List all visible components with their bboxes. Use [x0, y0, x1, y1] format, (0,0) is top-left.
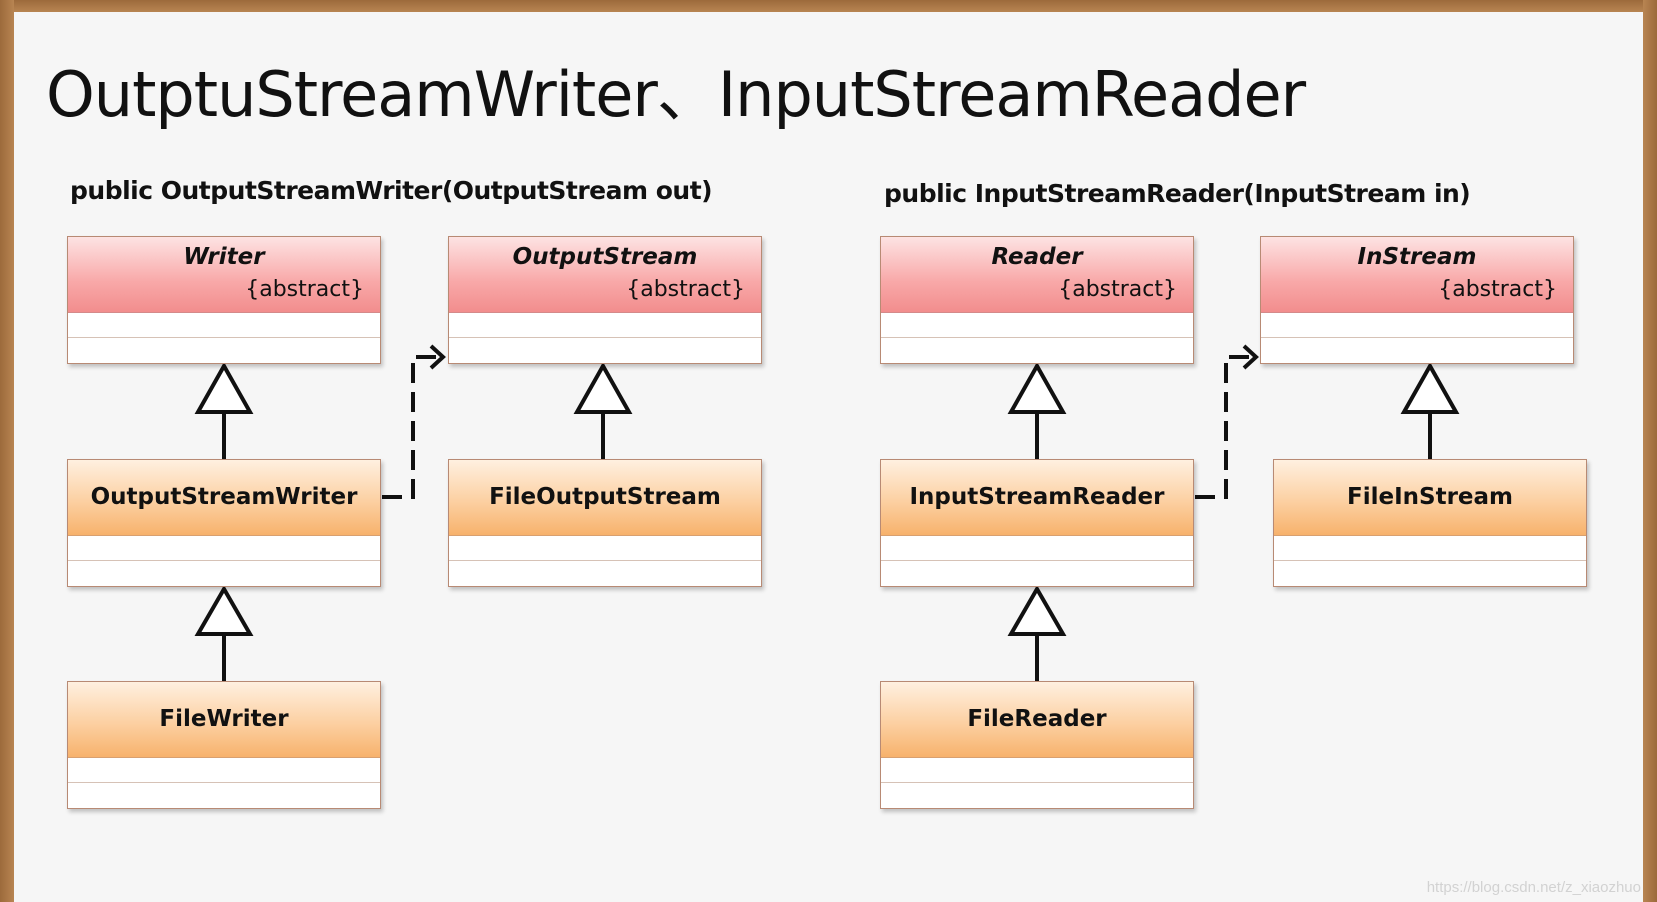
attributes-compartment	[881, 758, 1193, 783]
class-name: OutputStream	[512, 244, 698, 270]
inherit-arrowhead-inputstreamreader	[1007, 585, 1067, 636]
frame-top	[0, 0, 1657, 12]
abstract-stereotype: {abstract}	[1438, 277, 1557, 302]
operations-compartment	[68, 338, 380, 363]
class-instream[interactable]: InStream {abstract}	[1260, 236, 1574, 364]
class-name: OutputStreamWriter	[90, 484, 358, 510]
inherit-arrowhead-outputstreamwriter	[194, 585, 254, 636]
class-name: FileInStream	[1347, 484, 1513, 510]
operations-compartment	[881, 561, 1193, 586]
attributes-compartment	[449, 536, 761, 561]
class-fileoutputstream[interactable]: FileOutputStream	[448, 459, 762, 587]
attributes-compartment	[881, 536, 1193, 561]
class-writer-header: Writer {abstract}	[68, 237, 380, 313]
class-outputstreamwriter[interactable]: OutputStreamWriter	[67, 459, 381, 587]
inherit-arrowhead-writer	[194, 361, 254, 414]
attributes-compartment	[68, 536, 380, 561]
class-name: InputStreamReader	[909, 484, 1165, 510]
operations-compartment	[68, 561, 380, 586]
inherit-arrowhead-outputstream	[573, 361, 633, 414]
dependency-arrowhead-instream	[1242, 344, 1259, 370]
class-name: FileWriter	[159, 706, 289, 732]
abstract-stereotype: {abstract}	[245, 277, 364, 302]
class-fileinstream-header: FileInStream	[1274, 460, 1586, 536]
class-filereader-header: FileReader	[881, 682, 1193, 758]
class-reader[interactable]: Reader {abstract}	[880, 236, 1194, 364]
attributes-compartment	[1274, 536, 1586, 561]
slide-title: OutptuStreamWriter、InputStreamReader	[46, 58, 1306, 131]
inherit-arrowhead-instream	[1400, 361, 1460, 414]
outputstreamwriter-constructor-signature: public OutputStreamWriter(OutputStream o…	[70, 176, 713, 205]
class-inputstreamreader[interactable]: InputStreamReader	[880, 459, 1194, 587]
class-filereader[interactable]: FileReader	[880, 681, 1194, 809]
operations-compartment	[1274, 561, 1586, 586]
class-name: InStream	[1357, 244, 1477, 270]
operations-compartment	[881, 338, 1193, 363]
operations-compartment	[449, 561, 761, 586]
inputstreamreader-constructor-signature: public InputStreamReader(InputStream in)	[884, 179, 1471, 208]
frame-right	[1643, 0, 1657, 902]
dependency-line-inputstreamreader-instream	[1195, 355, 1254, 499]
operations-compartment	[1261, 338, 1573, 363]
class-outputstreamwriter-header: OutputStreamWriter	[68, 460, 380, 536]
abstract-stereotype: {abstract}	[626, 277, 745, 302]
attributes-compartment	[881, 313, 1193, 338]
attributes-compartment	[68, 313, 380, 338]
operations-compartment	[68, 783, 380, 808]
abstract-stereotype: {abstract}	[1058, 277, 1177, 302]
class-instream-header: InStream {abstract}	[1261, 237, 1573, 313]
class-fileoutputstream-header: FileOutputStream	[449, 460, 761, 536]
frame-left	[0, 0, 14, 902]
watermark-url: https://blog.csdn.net/z_xiaozhuo	[1426, 879, 1641, 896]
class-name: Writer	[183, 244, 265, 270]
operations-compartment	[881, 783, 1193, 808]
class-filewriter[interactable]: FileWriter	[67, 681, 381, 809]
attributes-compartment	[68, 758, 380, 783]
operations-compartment	[449, 338, 761, 363]
class-inputstreamreader-header: InputStreamReader	[881, 460, 1193, 536]
class-name: FileOutputStream	[489, 484, 721, 510]
dependency-arrowhead-outputstream	[429, 344, 446, 370]
inherit-arrowhead-reader	[1007, 361, 1067, 414]
class-name: FileReader	[967, 706, 1107, 732]
class-fileinstream[interactable]: FileInStream	[1273, 459, 1587, 587]
class-name: Reader	[991, 244, 1083, 270]
class-filewriter-header: FileWriter	[68, 682, 380, 758]
attributes-compartment	[449, 313, 761, 338]
class-outputstream-header: OutputStream {abstract}	[449, 237, 761, 313]
class-writer[interactable]: Writer {abstract}	[67, 236, 381, 364]
attributes-compartment	[1261, 313, 1573, 338]
dependency-line-outputstreamwriter-outputstream	[382, 355, 441, 499]
class-reader-header: Reader {abstract}	[881, 237, 1193, 313]
class-outputstream[interactable]: OutputStream {abstract}	[448, 236, 762, 364]
